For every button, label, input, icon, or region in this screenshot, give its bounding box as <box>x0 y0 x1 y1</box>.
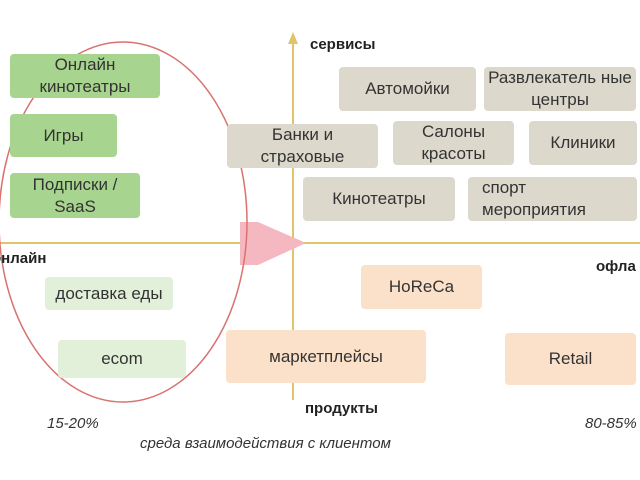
box-marketplaces: маркетплейсы <box>226 330 426 383</box>
axis-label-online: онлайн <box>0 250 47 267</box>
box-games: Игры <box>10 114 117 157</box>
box-clinics: Клиники <box>529 121 637 165</box>
percent-online: 15-20% <box>47 415 99 432</box>
box-beauty-salons: Салоны красоты <box>393 121 514 165</box>
box-sport-events: спорт мероприятия <box>468 177 637 221</box>
online-ellipse <box>0 41 248 403</box>
box-food-delivery: доставка еды <box>45 277 173 310</box>
direction-arrow <box>240 222 306 265</box>
box-online-cinemas: Онлайн кинотеатры <box>10 54 160 98</box>
diagram-caption: среда взаимодействия с клиентом <box>140 435 391 452</box>
box-retail: Retail <box>505 333 636 385</box>
box-banks-insurance: Банки и страховые <box>227 124 378 168</box>
box-horeca: HoReCa <box>361 265 482 309</box>
percent-offline: 80-85% <box>585 415 637 432</box>
axis-label-products: продукты <box>305 400 378 417</box>
box-entertainment-centers: Развлекатель ные центры <box>484 67 636 111</box>
vertical-axis-arrowhead <box>288 32 298 44</box>
axis-label-services: сервисы <box>310 36 376 53</box>
box-subscriptions-saas: Подписки / SaaS <box>10 173 140 218</box>
axis-label-offline: офла <box>596 258 636 275</box>
box-car-washes: Автомойки <box>339 67 476 111</box>
box-ecom: ecom <box>58 340 186 378</box>
box-cinemas: Кинотеатры <box>303 177 455 221</box>
